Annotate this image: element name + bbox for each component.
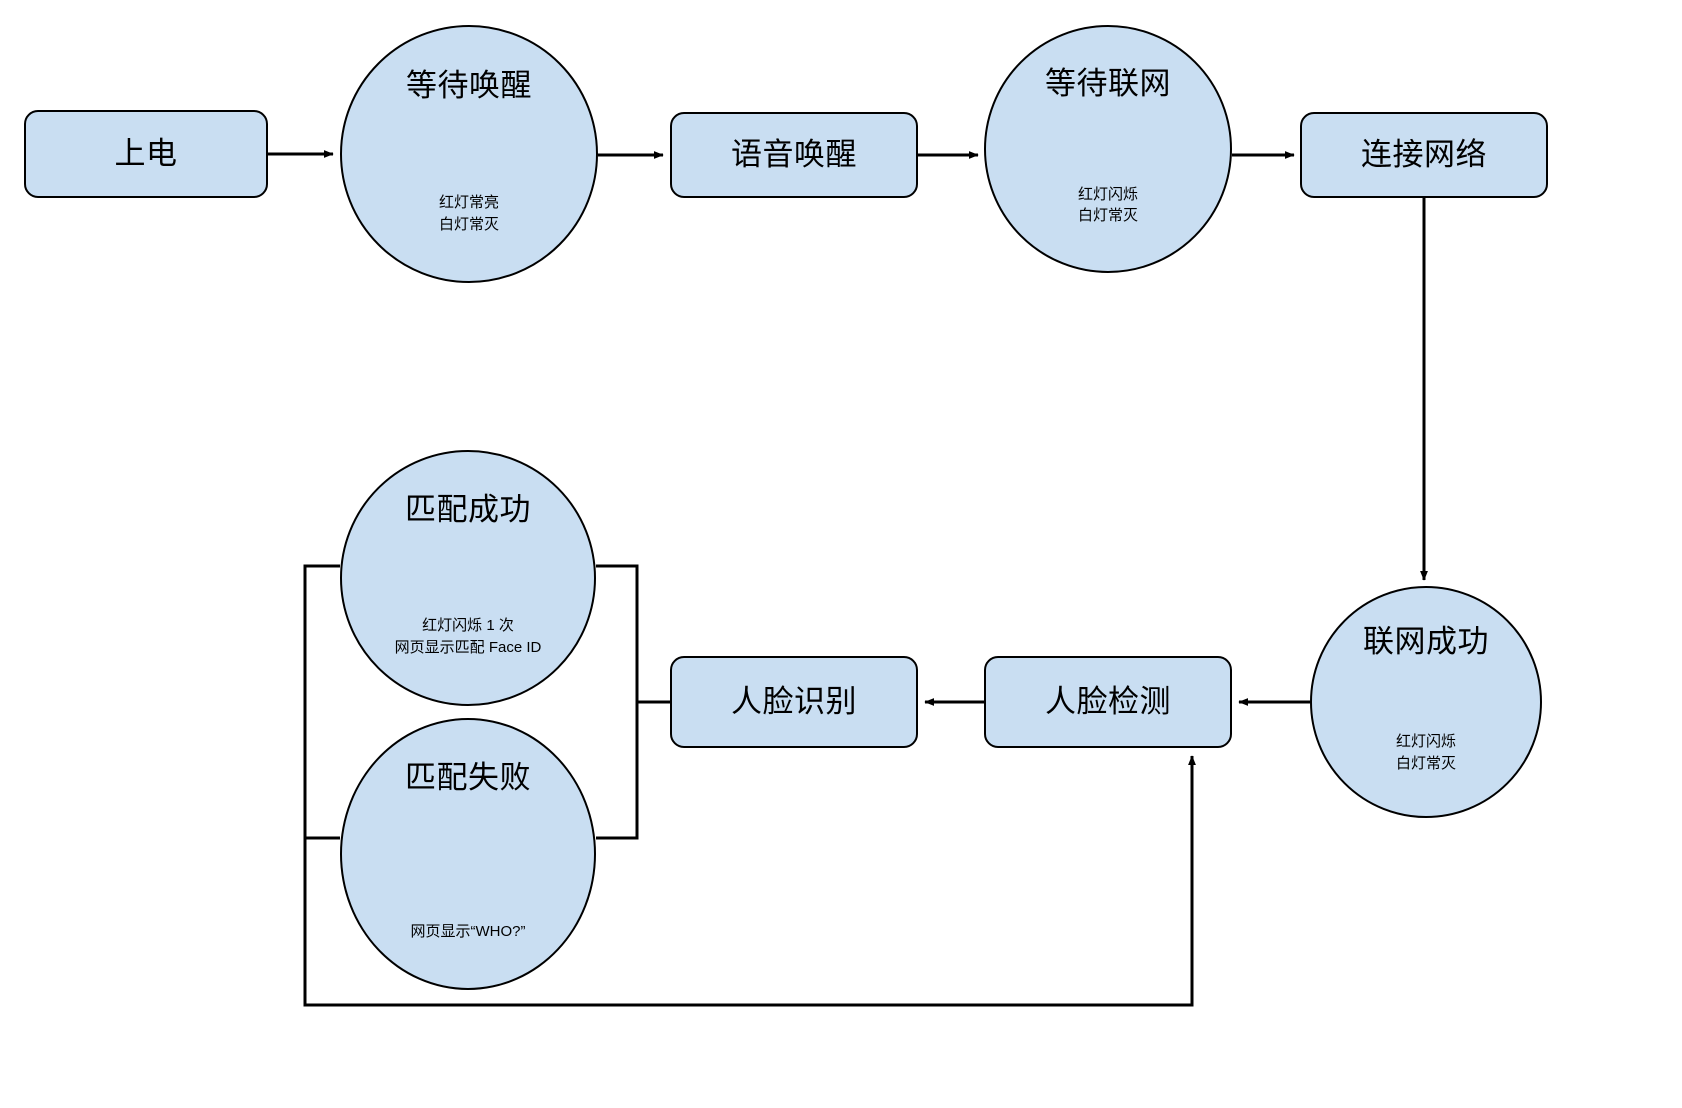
node-network-success-sub-line-2: 白灯常灭 [1395,755,1456,773]
node-face-recognize-title: 人脸识别 [731,684,857,720]
node-network-success-sub-line-1: 红灯闪烁 [1395,733,1456,751]
node-connect-network-title: 连接网络 [1361,137,1487,173]
node-match-success-title: 匹配成功 [405,492,531,528]
node-network-success-sub: 红灯闪烁 白灯常灭 [1396,731,1456,775]
node-wait-wakeup-sub-line-1: 红灯常亮 [438,193,499,211]
node-wait-wakeup-sub-line-2: 白灯常灭 [438,215,499,233]
edge-face-recognize-branch-right [596,564,670,704]
node-match-fail-sub-line-1: 网页显示“WHO?” [410,922,526,940]
node-wait-wakeup-sub: 红灯常亮 白灯常灭 [439,192,499,236]
node-face-detect-title: 人脸检测 [1045,684,1171,720]
node-connect-network[interactable]: 连接网络 [1300,112,1548,198]
node-wait-network-title: 等待联网 [1045,66,1171,102]
node-wait-network-sub: 红灯闪烁 白灯常灭 [1078,184,1138,228]
node-face-detect[interactable]: 人脸检测 [984,656,1232,748]
node-face-recognize[interactable]: 人脸识别 [670,656,918,748]
edge-results-left-bracket [303,564,340,840]
node-wait-wakeup-title: 等待唤醒 [406,67,532,103]
node-match-fail[interactable]: 匹配失败 网页显示“WHO?” [340,718,596,990]
node-match-success-sub: 红灯闪烁 1 次 网页显示匹配 Face ID [395,615,542,659]
node-wait-network[interactable]: 等待联网 红灯闪烁 白灯常灭 [984,25,1232,273]
node-match-fail-title: 匹配失败 [405,760,531,796]
node-match-success[interactable]: 匹配成功 红灯闪烁 1 次 网页显示匹配 Face ID [340,450,596,706]
node-voice-wakeup-title: 语音唤醒 [731,137,857,173]
edge-face-recognize-branch-right-lower [596,702,639,840]
node-network-success[interactable]: 联网成功 红灯闪烁 白灯常灭 [1310,586,1542,818]
node-wait-network-sub-line-2: 白灯常灭 [1077,207,1138,225]
node-voice-wakeup[interactable]: 语音唤醒 [670,112,918,198]
node-network-success-title: 联网成功 [1363,624,1489,660]
node-match-success-sub-line-1: 红灯闪烁 1 次 [422,617,514,635]
node-power-on[interactable]: 上电 [24,110,268,198]
node-wait-wakeup[interactable]: 等待唤醒 红灯常亮 白灯常灭 [340,25,598,283]
node-wait-network-sub-line-1: 红灯闪烁 [1077,185,1138,203]
node-power-on-title: 上电 [114,136,178,172]
node-match-fail-sub: 网页显示“WHO?” [411,921,526,943]
node-match-success-sub-line-2: 网页显示匹配 Face ID [394,638,542,656]
